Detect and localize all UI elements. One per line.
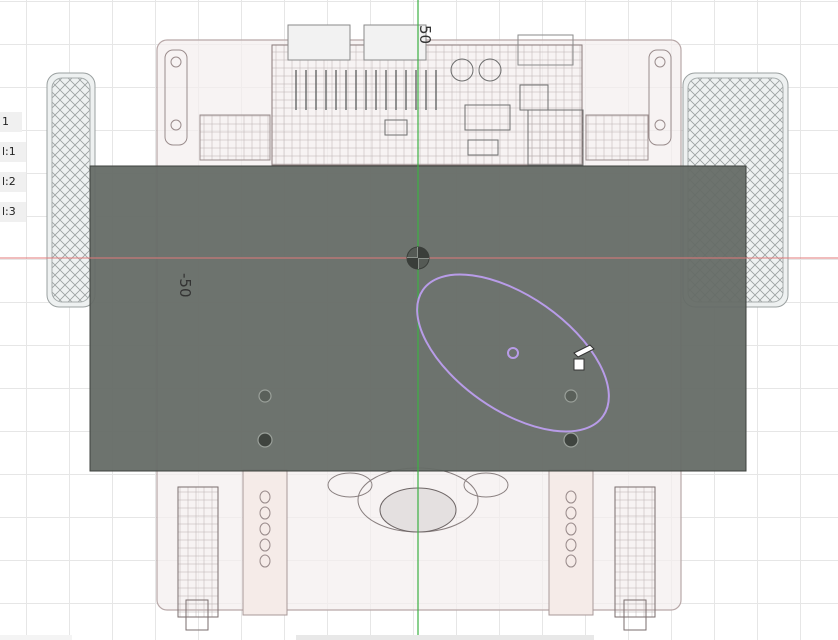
sketch-ellipse[interactable]	[390, 243, 636, 463]
lower-brackets	[177, 469, 656, 631]
axis-label-minus-50: -50	[176, 273, 194, 298]
ellipse-center-point[interactable]	[507, 347, 519, 359]
bottom-toolbar-edge	[296, 635, 594, 640]
side-panel-tag-2[interactable]: l:1	[0, 142, 26, 162]
origin-icon[interactable]	[406, 246, 430, 270]
plate-holes	[257, 389, 579, 448]
constraint-icon[interactable]	[573, 344, 595, 371]
bottom-toolbar-edge-left	[0, 635, 72, 640]
left-wheel	[46, 72, 96, 308]
side-panel-tag-3[interactable]: l:2	[0, 172, 26, 192]
side-panel-tag-1[interactable]: 1	[0, 112, 22, 132]
controller-board	[271, 24, 584, 166]
axis-label-50: 50	[416, 25, 434, 45]
chassis-tabs	[164, 49, 672, 161]
side-panel-tag-4[interactable]: l:3	[0, 202, 26, 222]
